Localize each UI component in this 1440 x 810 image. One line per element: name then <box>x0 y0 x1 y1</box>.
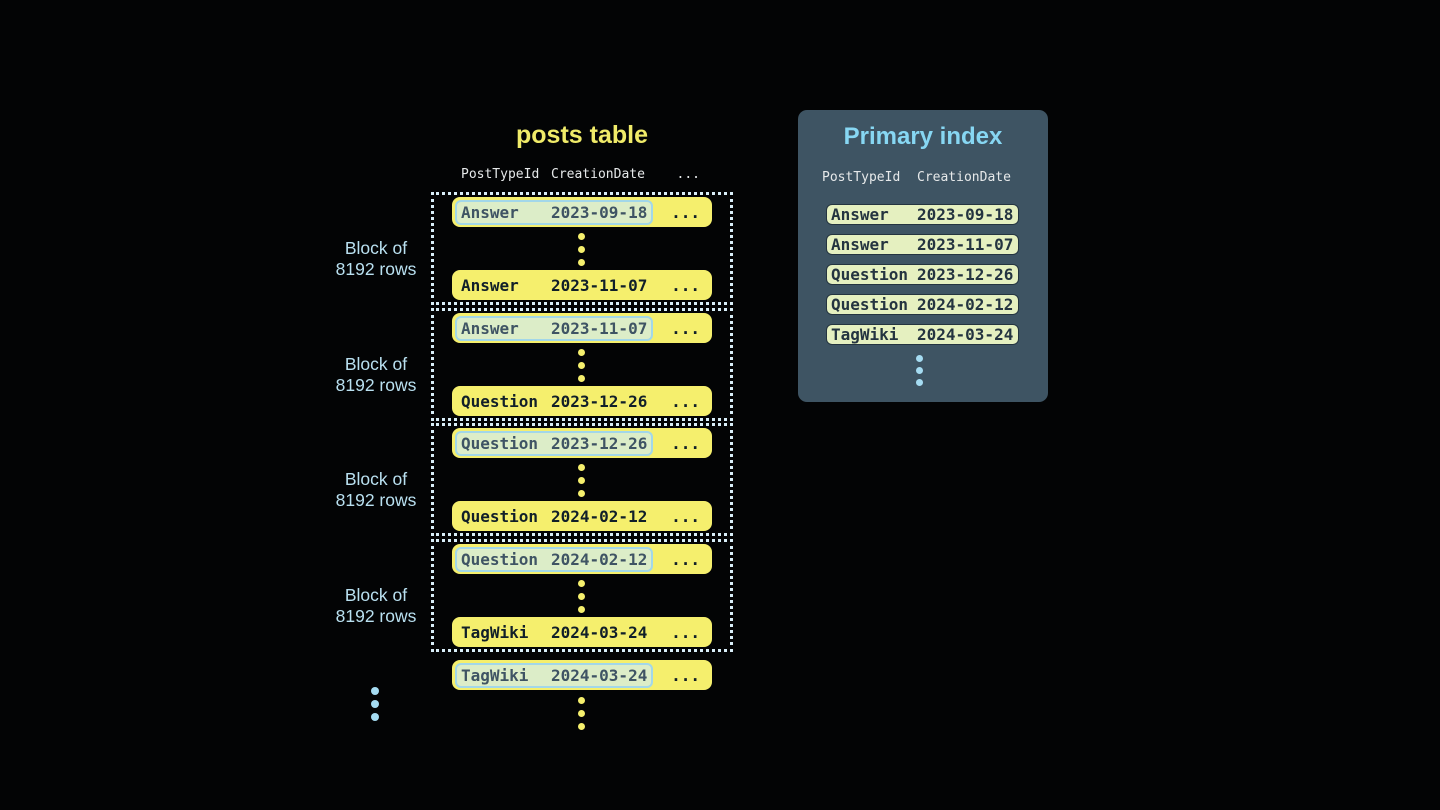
column-header-ellipsis: ... <box>676 167 700 182</box>
index-entry: Answer 2023-11-07 <box>826 234 1019 255</box>
cell-posttypeid: Answer <box>831 205 889 224</box>
ellipsis-dots-vertical <box>578 464 585 497</box>
block-label-line2: 8192 rows <box>335 259 417 279</box>
row-cells: Question 2024-02-12 <box>455 504 653 529</box>
table-row: Question 2024-02-12 ... <box>452 544 712 574</box>
cell-creationdate: 2023-12-26 <box>551 391 648 411</box>
row-cells: Answer 2023-11-07 <box>455 273 653 298</box>
row-block-1: Answer 2023-09-18 ... Answer 2023-11-07 … <box>431 192 733 305</box>
index-entry: TagWiki 2024-03-24 <box>826 324 1019 345</box>
cell-posttypeid: Question <box>461 549 539 569</box>
cell-ellipsis: ... <box>671 202 700 222</box>
cell-creationdate: 2024-03-24 <box>551 665 648 685</box>
indexed-row-highlight: Question 2024-02-12 <box>455 546 654 572</box>
row-cells: TagWiki 2024-03-24 <box>455 620 653 645</box>
block-label-line2: 8192 rows <box>335 375 417 395</box>
cell-posttypeid: TagWiki <box>831 325 899 344</box>
table-row: TagWiki 2024-03-24 ... <box>452 617 712 647</box>
cell-creationdate: 2023-09-18 <box>917 205 1014 224</box>
cell-posttypeid: Question <box>831 265 909 284</box>
cell-ellipsis: ... <box>671 391 700 411</box>
posts-table-column-headers: PostTypeId CreationDate ... <box>452 167 712 182</box>
block-label-4: Block of 8192 rows <box>306 585 446 627</box>
primary-index-column-headers: PostTypeId CreationDate <box>822 170 1011 185</box>
cell-ellipsis: ... <box>671 549 700 569</box>
cell-posttypeid: Question <box>461 433 539 453</box>
index-entry: Question 2024-02-12 <box>826 294 1019 315</box>
cell-creationdate: 2023-12-26 <box>551 433 648 453</box>
cell-posttypeid: Question <box>461 506 539 526</box>
primary-index-panel: Primary index PostTypeId CreationDate An… <box>798 110 1048 402</box>
ellipsis-dots-vertical <box>578 697 585 730</box>
index-entry: Question 2023-12-26 <box>826 264 1019 285</box>
cell-creationdate: 2023-11-07 <box>551 275 648 295</box>
cell-ellipsis: ... <box>671 433 700 453</box>
column-header-posttypeid: PostTypeId <box>822 170 901 185</box>
table-row-overflow: TagWiki 2024-03-24 ... <box>452 660 712 690</box>
cell-creationdate: 2023-11-07 <box>551 318 648 338</box>
indexed-row-highlight: Answer 2023-09-18 <box>455 199 654 225</box>
indexed-row-highlight: Question 2023-12-26 <box>455 430 654 456</box>
indexed-row-highlight: TagWiki 2024-03-24 <box>455 662 654 688</box>
cell-ellipsis: ... <box>671 275 700 295</box>
cell-creationdate: 2023-11-07 <box>917 235 1014 254</box>
row-cells: Question 2023-12-26 <box>455 389 653 414</box>
cell-creationdate: 2023-09-18 <box>551 202 648 222</box>
cell-posttypeid: Answer <box>831 235 889 254</box>
column-header-creationdate: CreationDate <box>551 167 645 182</box>
cell-posttypeid: TagWiki <box>461 665 529 685</box>
row-block-4: Question 2024-02-12 ... TagWiki 2024-03-… <box>431 539 733 652</box>
block-label-line1: Block of <box>344 585 408 605</box>
cell-posttypeid: TagWiki <box>461 622 529 642</box>
cell-creationdate: 2024-02-12 <box>917 295 1014 314</box>
ellipsis-dots-vertical <box>578 349 585 382</box>
cell-posttypeid: Answer <box>461 202 519 222</box>
block-label-line1: Block of <box>344 354 408 374</box>
block-label-line2: 8192 rows <box>335 490 417 510</box>
cell-posttypeid: Question <box>831 295 909 314</box>
ellipsis-dots-vertical <box>578 580 585 613</box>
table-row: Answer 2023-09-18 ... <box>452 197 712 227</box>
column-header-creationdate: CreationDate <box>917 170 1011 185</box>
block-label-2: Block of 8192 rows <box>306 354 446 396</box>
ellipsis-dots-vertical <box>916 355 923 386</box>
column-header-posttypeid: PostTypeId <box>461 167 540 182</box>
cell-posttypeid: Answer <box>461 275 519 295</box>
table-row: Question 2024-02-12 ... <box>452 501 712 531</box>
indexed-row-highlight: Answer 2023-11-07 <box>455 315 654 341</box>
cell-creationdate: 2023-12-26 <box>917 265 1014 284</box>
block-label-line2: 8192 rows <box>335 606 417 626</box>
row-block-3: Question 2023-12-26 ... Question 2024-02… <box>431 423 733 536</box>
cell-creationdate: 2024-02-12 <box>551 506 648 526</box>
cell-ellipsis: ... <box>671 665 700 685</box>
table-row: Question 2023-12-26 ... <box>452 386 712 416</box>
ellipsis-dots-vertical <box>578 233 585 266</box>
cell-ellipsis: ... <box>671 506 700 526</box>
table-row: Answer 2023-11-07 ... <box>452 313 712 343</box>
block-label-line1: Block of <box>344 469 408 489</box>
cell-ellipsis: ... <box>671 318 700 338</box>
table-row: Answer 2023-11-07 ... <box>452 270 712 300</box>
block-label-line1: Block of <box>344 238 408 258</box>
cell-ellipsis: ... <box>671 622 700 642</box>
ellipsis-dots-vertical <box>371 687 379 721</box>
primary-index-title: Primary index <box>843 123 1003 150</box>
cell-creationdate: 2024-03-24 <box>551 622 648 642</box>
cell-creationdate: 2024-03-24 <box>917 325 1014 344</box>
row-block-2: Answer 2023-11-07 ... Question 2023-12-2… <box>431 308 733 421</box>
block-label-3: Block of 8192 rows <box>306 469 446 511</box>
posts-table-title: posts table <box>516 121 648 149</box>
cell-posttypeid: Answer <box>461 318 519 338</box>
table-row: Question 2023-12-26 ... <box>452 428 712 458</box>
block-label-1: Block of 8192 rows <box>306 238 446 280</box>
cell-creationdate: 2024-02-12 <box>551 549 648 569</box>
cell-posttypeid: Question <box>461 391 539 411</box>
index-entry: Answer 2023-09-18 <box>826 204 1019 225</box>
